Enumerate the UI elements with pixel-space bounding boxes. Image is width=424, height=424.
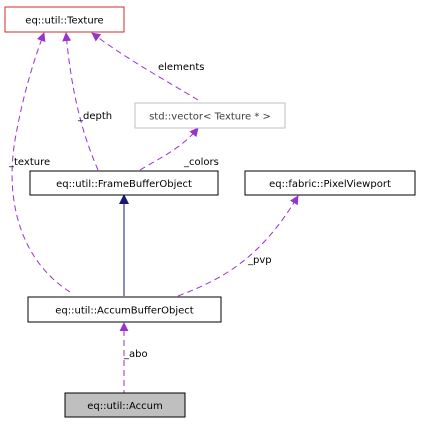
edge-colors <box>139 127 199 171</box>
node-framebuffer[interactable]: eq::util::FrameBufferObject <box>29 170 219 196</box>
node-accum[interactable]: eq::util::Accum <box>64 392 186 418</box>
nodes: eq::util::Texture std::vector< Texture *… <box>4 6 416 418</box>
edges: elements _depth _texture _colors _pvp _a… <box>8 32 299 396</box>
edge-label-texture: _texture <box>8 157 50 168</box>
node-label-framebuffer: eq::util::FrameBufferObject <box>56 179 192 190</box>
edge-depth <box>62 32 99 171</box>
node-label-vector: std::vector< Texture * > <box>149 112 271 123</box>
edge-label-depth: _depth <box>77 111 112 122</box>
edge-label-colors: _colors <box>183 157 219 168</box>
node-label-accumbuffer: eq::util::AccumBufferObject <box>55 306 194 317</box>
edge-pvp <box>177 195 299 297</box>
node-label-accum: eq::util::Accum <box>87 401 163 412</box>
node-texture[interactable]: eq::util::Texture <box>4 6 125 33</box>
edge-elements <box>91 32 199 101</box>
node-pixelviewport[interactable]: eq::fabric::PixelViewport <box>244 170 416 196</box>
edge-texture <box>11 32 71 293</box>
node-label-texture: eq::util::Texture <box>25 16 103 27</box>
node-label-pixelviewport: eq::fabric::PixelViewport <box>269 179 391 190</box>
edge-label-abo: _abo <box>123 349 148 360</box>
node-vector[interactable]: std::vector< Texture * > <box>134 102 286 129</box>
node-accumbuffer[interactable]: eq::util::AccumBufferObject <box>27 296 222 323</box>
edge-label-elements: elements <box>158 62 204 73</box>
edge-label-pvp: _pvp <box>247 255 272 266</box>
